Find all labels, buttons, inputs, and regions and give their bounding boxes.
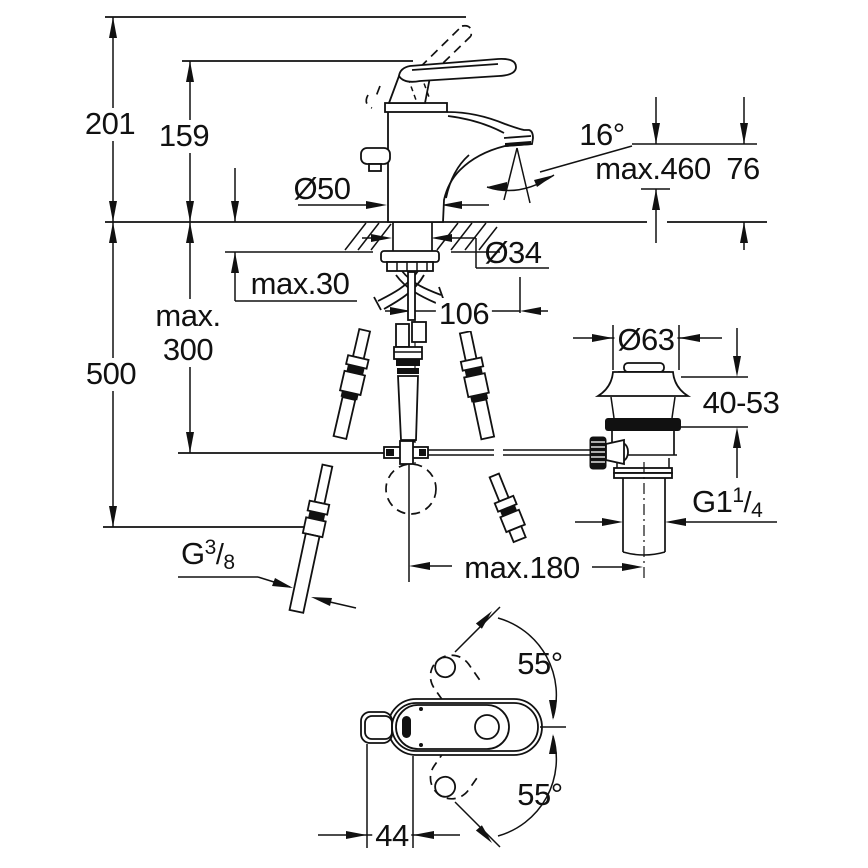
dim-supply-length: 500: [82, 357, 140, 391]
dim-swivel-lower: 55°: [517, 777, 563, 812]
dim-handle-offset: 44: [372, 819, 412, 853]
dimension-lines: [103, 16, 777, 609]
dim-waste-flange-diameter: Ø63: [614, 323, 678, 357]
pop-up-rod-assembly: [383, 321, 429, 465]
raised-lever-dashed: [365, 24, 473, 109]
counter-hatching: [344, 222, 498, 251]
rod-swing-circle: [385, 463, 437, 515]
dim-outlet-height: 76: [726, 151, 760, 186]
dim-max-460: max.460: [595, 151, 711, 186]
dim-waste-thread: G11/4: [692, 484, 763, 522]
side-view-faucet: [360, 24, 534, 252]
dim-counter-thickness: max.30: [250, 266, 350, 301]
supply-hoses: [288, 327, 527, 614]
dim-spout-angle: 16°: [579, 117, 625, 152]
dim-height-to-spout: 159: [155, 119, 213, 153]
dim-max-hose-depth: max.300: [152, 298, 224, 368]
mounting-hardware: [373, 250, 445, 468]
drain-assembly: [589, 362, 692, 580]
dim-base-diameter: Ø50: [293, 171, 351, 206]
top-view-faucet: [318, 606, 566, 848]
dim-rod-reach: max.180: [464, 550, 580, 585]
dim-overall-height: 201: [81, 107, 139, 141]
dim-supply-thread: G3/8: [181, 536, 235, 574]
dim-spout-projection: 106: [435, 297, 493, 331]
dim-shank-diameter: Ø34: [484, 235, 542, 270]
dim-swivel-upper: 55°: [517, 646, 563, 681]
dim-waste-clamp-range: 40-53: [702, 385, 780, 420]
